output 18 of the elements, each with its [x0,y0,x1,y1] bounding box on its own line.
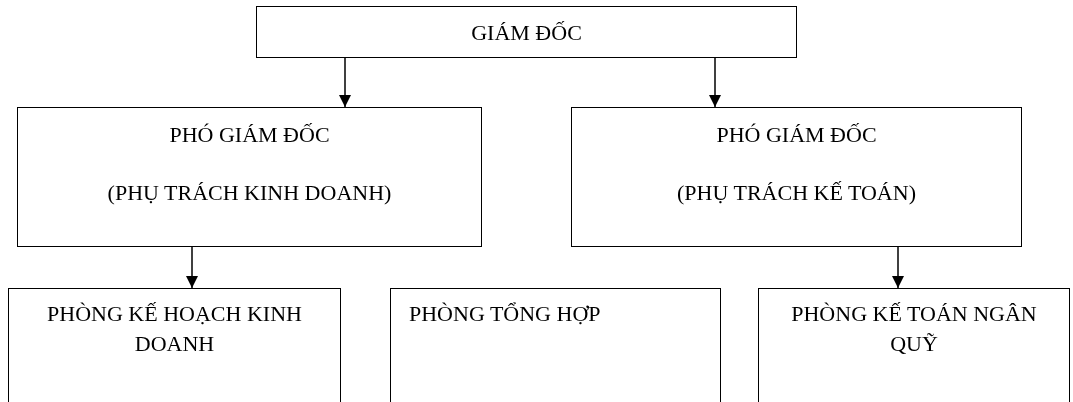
org-box [256,6,797,58]
org-box [17,107,482,247]
box-label: GIÁM ĐỐC [471,19,582,47]
box-label: PHÒNG KẾ HOẠCH KINH DOANH [46,300,303,358]
box-label: PHÒNG KẾ TOÁN NGÂN QUỸ [790,300,1038,358]
arrow [709,57,721,108]
org-box [571,107,1022,247]
arrow [892,246,904,289]
org-box [390,288,721,402]
org-box [8,288,341,402]
box-label: PHÒNG TỔNG HỢP [409,300,601,328]
arrow [186,246,198,289]
box-label: (PHỤ TRÁCH KINH DOANH) [107,179,392,207]
org-box [758,288,1070,402]
box-label: PHÓ GIÁM ĐỐC [716,121,877,149]
arrow [339,57,351,108]
box-label: (PHỤ TRÁCH KẾ TOÁN) [677,179,916,207]
box-label: PHÓ GIÁM ĐỐC [169,121,330,149]
